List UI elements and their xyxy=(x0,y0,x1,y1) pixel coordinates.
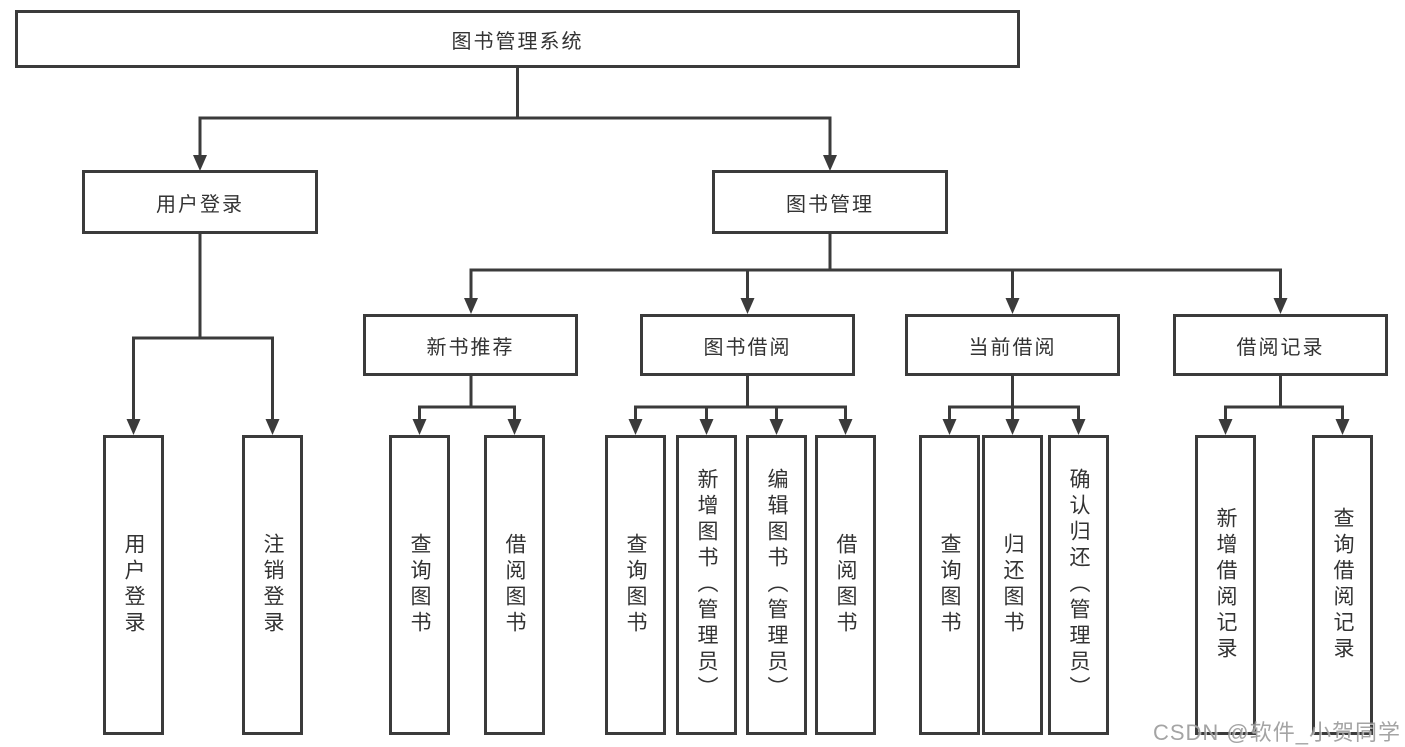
node-root: 图书管理系统 xyxy=(15,10,1020,68)
leaf-user-login: 用户登录 xyxy=(103,435,164,735)
leaf-query-books-borrow: 查询图书 xyxy=(605,435,666,735)
connector-book-mgmt-to-level2 xyxy=(464,234,1288,314)
leaf-edit-books-admin: 编辑图书（管理员） xyxy=(746,435,807,735)
leaf-query-books-current: 查询图书 xyxy=(919,435,980,735)
connector-book-borrow-to-leaves xyxy=(628,376,853,435)
node-user-login: 用户登录 xyxy=(82,170,318,234)
connector-borrow-records-to-leaves xyxy=(1218,376,1350,435)
connector-user-login-to-leaves xyxy=(126,234,280,435)
leaf-borrow-books: 借阅图书 xyxy=(815,435,876,735)
connector-root-to-level1 xyxy=(193,68,837,171)
leaf-add-borrow-record: 新增借阅记录 xyxy=(1195,435,1256,735)
leaf-logout: 注销登录 xyxy=(242,435,303,735)
connector-new-book-rec-to-leaves xyxy=(412,376,522,435)
watermark: CSDN @软件_小贺同学 xyxy=(1152,720,1401,745)
node-borrow-records: 借阅记录 xyxy=(1173,314,1388,376)
node-book-mgmt: 图书管理 xyxy=(712,170,948,234)
node-current-borrow: 当前借阅 xyxy=(905,314,1120,376)
leaf-add-books-admin: 新增图书（管理员） xyxy=(676,435,737,735)
node-new-book-recommend: 新书推荐 xyxy=(363,314,578,376)
connector-current-borrow-to-leaves xyxy=(942,376,1086,435)
leaf-query-borrow-record: 查询借阅记录 xyxy=(1312,435,1373,735)
leaf-confirm-return-admin: 确认归还（管理员） xyxy=(1048,435,1109,735)
leaf-borrow-books-recommend: 借阅图书 xyxy=(484,435,545,735)
node-book-borrow: 图书借阅 xyxy=(640,314,855,376)
leaf-return-books: 归还图书 xyxy=(982,435,1043,735)
leaf-query-books-recommend: 查询图书 xyxy=(389,435,450,735)
